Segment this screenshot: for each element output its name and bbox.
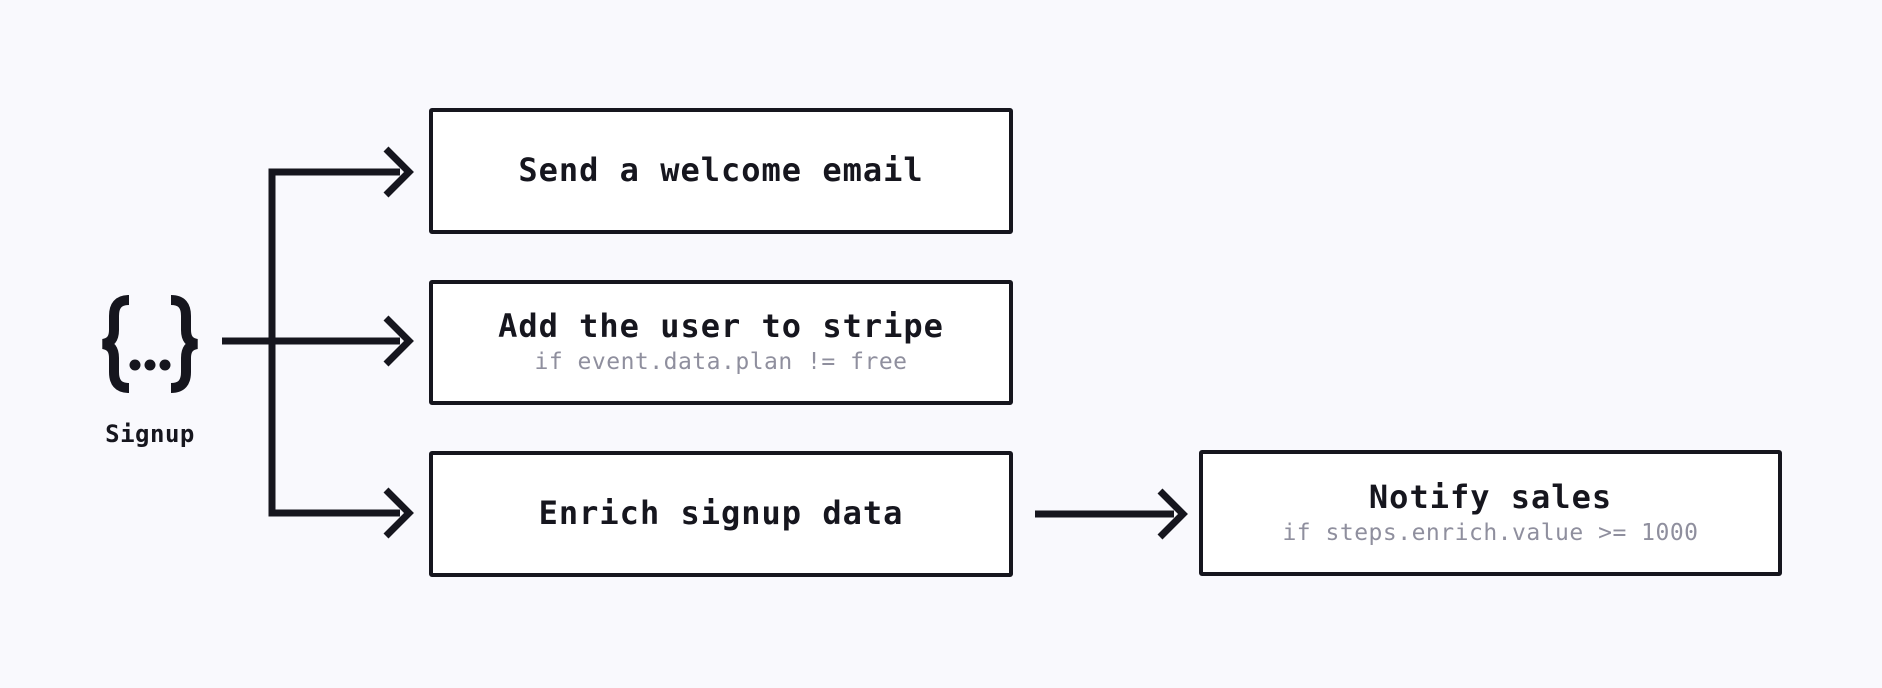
step-title: Notify sales bbox=[1368, 477, 1613, 516]
trigger-event: Signup bbox=[88, 294, 212, 448]
step-box-notify-sales: Notify sales if steps.enrich.value >= 10… bbox=[1199, 450, 1782, 576]
arrowhead-stripe-icon bbox=[383, 315, 414, 367]
event-payload-icon bbox=[101, 295, 199, 393]
trigger-label: Signup bbox=[105, 420, 195, 448]
arrowhead-notify-icon bbox=[1157, 488, 1188, 540]
step-title: Add the user to stripe bbox=[498, 307, 944, 346]
step-title: Enrich signup data bbox=[538, 494, 904, 533]
arrowhead-welcome-icon bbox=[383, 146, 414, 198]
step-condition: if event.data.plan != free bbox=[534, 349, 908, 376]
step-box-add-user-to-stripe: Add the user to stripe if event.data.pla… bbox=[429, 280, 1013, 405]
step-box-send-welcome-email: Send a welcome email bbox=[429, 108, 1013, 234]
step-title: Send a welcome email bbox=[518, 151, 924, 190]
step-box-enrich-signup-data: Enrich signup data bbox=[429, 451, 1013, 577]
arrowhead-enrich-icon bbox=[383, 487, 414, 539]
step-condition: if steps.enrich.value >= 1000 bbox=[1282, 519, 1699, 546]
